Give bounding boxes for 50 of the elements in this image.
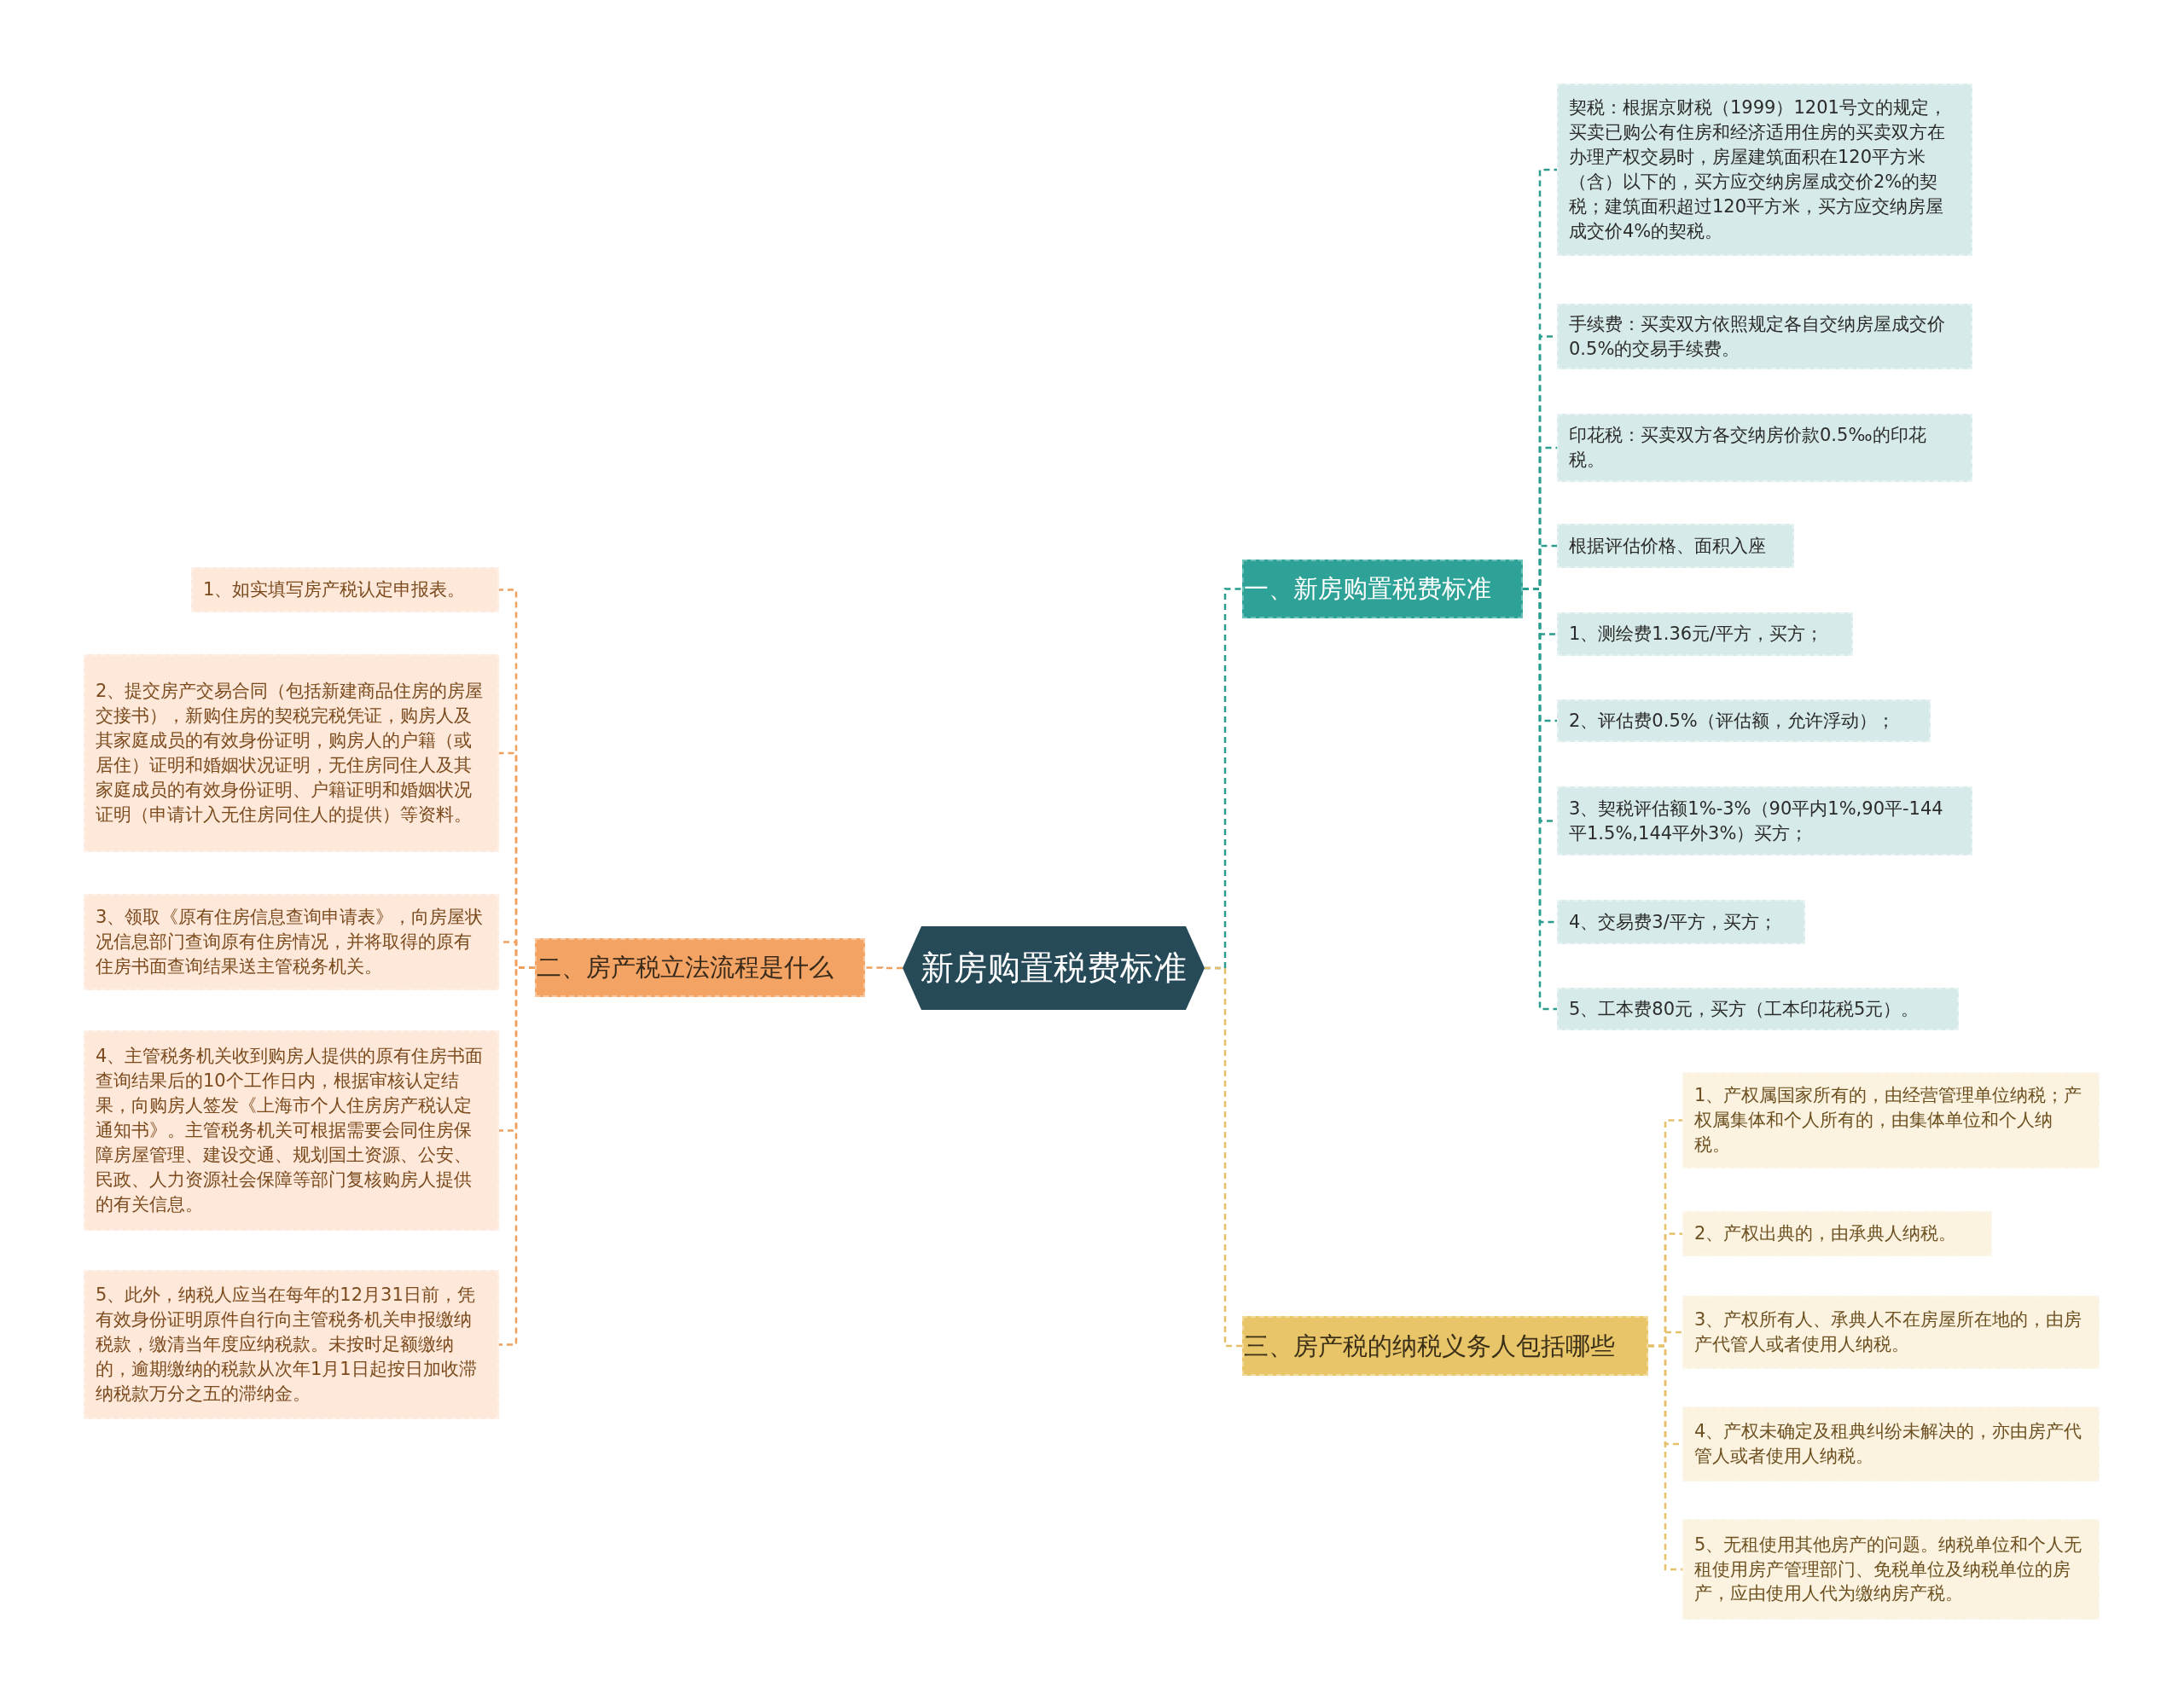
connector-line xyxy=(499,966,535,1346)
topic-text: 4、交易费3/平方，买方； xyxy=(1569,910,1778,934)
subtopic-box xyxy=(1557,699,1931,742)
topic-text: 1、如实填写房产税认定申报表。 xyxy=(203,578,467,601)
topic-text: 根据评估价格、面积入座 xyxy=(1569,534,1767,558)
topic-text: 5、此外，纳税人应当在每年的12月31日前，凭有效身份证明原件自行向主管税务机关申报缴纳税款，缴清当年度应纳税款。未按时足额缴纳的，逾期缴纳的税款从次年1月1日起按日加收滞纳税款万分之五的滞纳金。 xyxy=(96,1284,478,1406)
branch-topic-box xyxy=(1242,560,1523,618)
subtopic-box xyxy=(1557,988,1959,1030)
topic-text: 二、房产税立法流程是什么 xyxy=(537,952,834,984)
topic-text: 3、产权所有人、承典人不在房屋所在地的，由房产代管人或者使用人纳税。 xyxy=(1694,1308,2083,1356)
topic-text: 1、测绘费1.36元/平方，买方； xyxy=(1569,623,1825,646)
topic-text: 4、产权未确定及租典纠纷未解决的，亦由房产代管人或者使用人纳税。 xyxy=(1694,1420,2083,1468)
topic-text: 4、主管税务机关收到购房人提供的原有住房书面查询结果后的10个工作日内，根据审核认定结果，向购房人签发《上海市个人住房房产税认定通知书》。主管税务机关可根据需要会同住房保障房屋管理、建设交通、规划国土资源、公安、民政、人力资源社会保障等部门复核购房人提供的有关信息。 xyxy=(96,1045,485,1216)
subtopic-box xyxy=(1557,84,1972,256)
subtopic-box xyxy=(84,894,499,990)
topic-text: 5、工本费80元，买方（工本印花税5元）。 xyxy=(1569,997,1920,1021)
topic-text: 新房购置税费标准 xyxy=(921,948,1187,989)
topic-text: 一、新房购置税费标准 xyxy=(1244,573,1492,606)
topic-text: 2、评估费0.5%（评估额，允许浮动）； xyxy=(1569,709,1896,733)
subtopic-box xyxy=(84,654,499,852)
topic-text: 印花税：买卖双方各交纳房价款0.5‰的印花税。 xyxy=(1569,424,1927,472)
branch-topic-box xyxy=(535,938,865,997)
topic-text: 手续费：买卖双方依照规定各自交纳房屋成交价0.5%的交易手续费。 xyxy=(1569,312,1946,361)
topic-text: 5、无租使用其他房产的问题。纳税单位和个人无租使用房产管理部门、免税单位及纳税单位的房产，应由使用人代为缴纳房产税。 xyxy=(1694,1533,2083,1606)
topic-text: 3、领取《原有住房信息查询申请表》，向房屋状况信息部门查询原有住房情况，并将取得的原有住房书面查询结果送主管税务机关。 xyxy=(96,906,485,978)
topic-text: 三、房产税的纳税义务人包括哪些 xyxy=(1244,1331,1616,1362)
subtopic-box xyxy=(1682,1211,1992,1256)
subtopic-box xyxy=(1557,524,1794,568)
branch-topic-box xyxy=(1242,1316,1648,1376)
subtopic-box xyxy=(1682,1519,2100,1620)
subtopic-box xyxy=(1557,304,1972,369)
subtopic-box xyxy=(1682,1406,2100,1482)
subtopic-box xyxy=(191,567,499,612)
subtopic-box xyxy=(1682,1296,2100,1369)
connector-line xyxy=(1648,1344,1682,1571)
subtopic-box xyxy=(1557,900,1805,944)
topic-text: 3、契税评估额1%-3%（90平内1%,90平-144平1.5%,144平外3%）买方； xyxy=(1569,797,1944,845)
topic-text: 2、提交房产交易合同（包括新建商品住房的房屋交接书），新购住房的契税完税凭证，购房人及其家庭成员的有效身份证明，购房人的户籍（或居住）证明和婚姻状况证明，无住房同住人及其家庭成员的有效身份证明、户籍证明和婚姻状况证明（申请计入无住房同住人的提供）等资料。 xyxy=(96,680,485,826)
subtopic-box xyxy=(1557,612,1853,656)
subtopic-box xyxy=(84,1270,499,1419)
topic-text: 2、产权出典的，由承典人纳税。 xyxy=(1694,1222,1958,1245)
subtopic-box xyxy=(1557,786,1972,855)
subtopic-box xyxy=(1557,414,1972,482)
subtopic-box xyxy=(1682,1072,2100,1169)
subtopic-box xyxy=(84,1030,499,1231)
connector-line xyxy=(865,966,903,970)
topic-text: 契税：根据京财税（1999）1201号文的规定，买卖已购公有住房和经济适用住房的买卖双方在办理产权交易时，房屋建筑面积在120平方米（含）以下的，买方应交纳房屋成交价2%的契税；建筑面积超过120平方米，买方应交纳房屋成交价4%的契税。 xyxy=(1569,96,1948,243)
topic-text: 1、产权属国家所有的，由经营管理单位纳税；产权属集体和个人所有的，由集体单位和个人纳税。 xyxy=(1694,1084,2083,1157)
connector-line xyxy=(1205,966,1242,1348)
central-topic-hexagon xyxy=(903,926,1205,1010)
